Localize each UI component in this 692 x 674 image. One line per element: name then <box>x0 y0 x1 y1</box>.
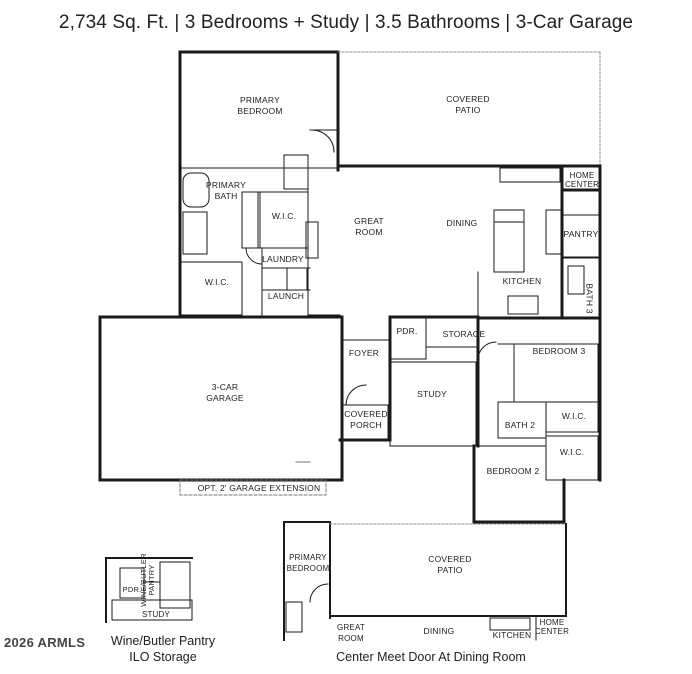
inset-right-label-kitchen: KITCHEN <box>492 630 532 640</box>
room-label-garage-extension: OPT. 2' GARAGE EXTENSION <box>197 483 321 493</box>
inset-right-label-primary-bedroom: PRIMARY BEDROOM <box>286 553 330 573</box>
inset-right-label-covered-patio: COVERED PATIO <box>428 554 472 575</box>
room-label-wic-primary: W.I.C. <box>271 211 297 221</box>
room-label-foyer: FOYER <box>348 348 380 358</box>
room-label-home-center: HOME CENTER <box>564 171 600 189</box>
room-label-storage: STORAGE <box>442 329 486 339</box>
room-label-bath2: BATH 2 <box>504 420 536 430</box>
room-label-dining: DINING <box>446 218 478 228</box>
room-label-pantry: PANTRY <box>563 229 599 239</box>
room-label-garage: 3-CAR GARAGE <box>206 382 244 403</box>
room-label-bedroom3: BEDROOM 3 <box>532 346 586 356</box>
plan-summary-header: 2,734 Sq. Ft. | 3 Bedrooms + Study | 3.5… <box>58 12 634 33</box>
inset-right-label-home-center: HOME CENTER <box>534 618 570 636</box>
inset-right-caption: Center Meet Door At Dining Room <box>336 650 526 664</box>
room-label-covered-porch: COVERED PORCH <box>344 409 388 430</box>
room-label-great-room: GREAT ROOM <box>354 216 384 237</box>
inset-left-caption-line2: ILO Storage <box>129 650 197 664</box>
inset-left-label-wine-butler: WINE/BUTLER PANTRY <box>139 553 156 607</box>
room-label-wic-b2: W.I.C. <box>559 447 585 457</box>
room-label-laundry: LAUNDRY <box>262 254 304 264</box>
room-label-kitchen: KITCHEN <box>502 276 542 286</box>
room-label-bath3: BATH 3 <box>584 283 595 314</box>
room-label-covered-patio: COVERED PATIO <box>446 94 490 115</box>
room-label-wic-lower: W.I.C. <box>204 277 230 287</box>
inset-left-label-pdr: PDR. <box>122 585 142 594</box>
room-label-pdr: PDR. <box>396 326 418 336</box>
room-label-primary-bedroom: PRIMARY BEDROOM <box>237 95 283 116</box>
room-label-wic-b3: W.I.C. <box>561 411 587 421</box>
room-label-study: STUDY <box>417 389 447 399</box>
room-label-primary-bath: PRIMARY BATH <box>206 180 246 201</box>
mls-watermark: 2026 ARMLS <box>4 635 86 650</box>
inset-right-label-dining: DINING <box>423 626 455 636</box>
inset-left-label-study: STUDY <box>141 610 171 619</box>
room-label-bedroom2: BEDROOM 2 <box>486 466 540 476</box>
inset-left-caption-line1: Wine/Butler Pantry <box>110 634 216 648</box>
room-label-launch: LAUNCH <box>267 291 305 301</box>
inset-right-label-great-room: GREAT ROOM <box>337 623 365 643</box>
